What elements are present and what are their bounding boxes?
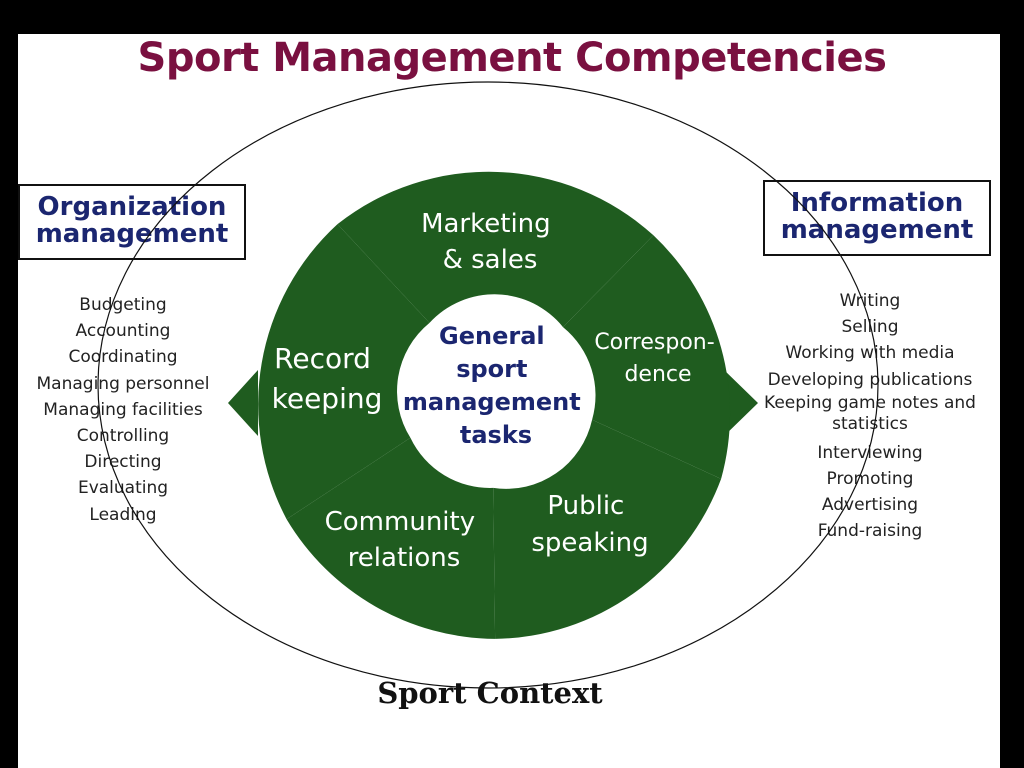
sport-context-label: Sport Context <box>377 676 603 710</box>
organization-item: Directing <box>84 452 162 473</box>
information-item: Promoting <box>826 469 914 490</box>
organization-list: Budgeting Accounting Coordinating Managi… <box>10 292 236 528</box>
information-item: Fund-raising <box>817 521 923 542</box>
information-heading-box: Information management <box>763 180 991 256</box>
information-item: Advertising <box>821 495 919 516</box>
information-item: Selling <box>841 317 899 338</box>
information-item: Developing publications <box>767 369 973 390</box>
organization-item: Managing facilities <box>43 399 203 420</box>
organization-item: Coordinating <box>68 347 178 368</box>
organization-heading-line: Organization <box>37 192 227 222</box>
organization-item: Budgeting <box>79 295 167 315</box>
organization-item: Evaluating <box>77 478 169 499</box>
information-item: Working with media <box>785 343 955 364</box>
information-item: Writing <box>839 291 901 311</box>
organization-item: Accounting <box>75 321 171 342</box>
information-heading-line: management <box>780 215 974 245</box>
information-item: Keeping game notes and statistics <box>764 392 976 434</box>
organization-heading-line: management <box>35 219 229 249</box>
organization-item: Leading <box>89 504 157 525</box>
information-list: Writing Selling Working with media Devel… <box>752 288 988 545</box>
organization-item: Managing personnel <box>36 373 210 394</box>
organization-item: Controlling <box>76 426 170 447</box>
information-item: Interviewing <box>817 442 923 463</box>
organization-heading-box: Organization management <box>18 184 246 260</box>
information-heading-line: Information <box>790 188 964 218</box>
page-title: Sport Management Competencies <box>137 35 887 81</box>
task-wheel: Marketing & sales Correspon- dence Publi… <box>228 171 758 639</box>
